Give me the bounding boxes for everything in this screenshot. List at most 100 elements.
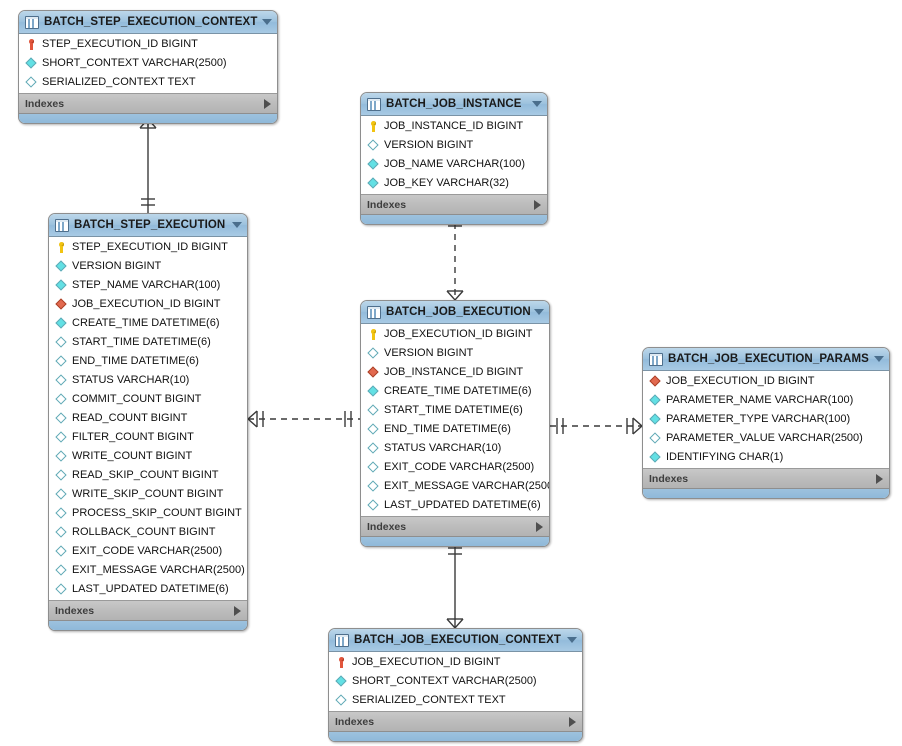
indexes-section-batch_job_execution_params[interactable]: Indexes bbox=[643, 468, 889, 488]
column-row[interactable]: START_TIME DATETIME(6) bbox=[361, 401, 549, 420]
table-header-batch_job_execution[interactable]: BATCH_JOB_EXECUTION bbox=[361, 301, 549, 324]
column-row[interactable]: VERSION BIGINT bbox=[361, 344, 549, 363]
table-batch_job_execution_params[interactable]: BATCH_JOB_EXECUTION_PARAMS JOB_EXECUTION_… bbox=[642, 347, 890, 499]
column-row[interactable]: JOB_INSTANCE_ID BIGINT bbox=[361, 117, 547, 136]
column-row[interactable]: PARAMETER_TYPE VARCHAR(100) bbox=[643, 410, 889, 429]
column-row[interactable]: WRITE_COUNT BIGINT bbox=[49, 447, 247, 466]
chevron-right-icon[interactable] bbox=[534, 199, 541, 210]
not-null-column-icon bbox=[55, 260, 68, 273]
column-row[interactable]: EXIT_MESSAGE VARCHAR(2500) bbox=[361, 477, 549, 496]
chevron-down-icon[interactable] bbox=[232, 222, 242, 228]
column-row[interactable]: SERIALIZED_CONTEXT TEXT bbox=[329, 691, 582, 710]
column-row[interactable]: STATUS VARCHAR(10) bbox=[361, 439, 549, 458]
column-row[interactable]: JOB_EXECUTION_ID BIGINT bbox=[643, 372, 889, 391]
column-label: JOB_NAME VARCHAR(100) bbox=[384, 158, 525, 170]
table-icon bbox=[367, 305, 381, 319]
column-row[interactable]: EXIT_CODE VARCHAR(2500) bbox=[361, 458, 549, 477]
column-row[interactable]: JOB_NAME VARCHAR(100) bbox=[361, 155, 547, 174]
column-label: JOB_EXECUTION_ID BIGINT bbox=[666, 375, 815, 387]
chevron-right-icon[interactable] bbox=[536, 521, 543, 532]
column-row[interactable]: STEP_EXECUTION_ID BIGINT bbox=[49, 238, 247, 257]
column-label: EXIT_CODE VARCHAR(2500) bbox=[72, 545, 223, 557]
column-row[interactable]: SERIALIZED_CONTEXT TEXT bbox=[19, 73, 277, 92]
column-label: EXIT_CODE VARCHAR(2500) bbox=[384, 461, 535, 473]
column-label: LAST_UPDATED DATETIME(6) bbox=[384, 499, 541, 511]
column-row[interactable]: JOB_EXECUTION_ID BIGINT bbox=[49, 295, 247, 314]
column-row[interactable]: SHORT_CONTEXT VARCHAR(2500) bbox=[19, 54, 277, 73]
chevron-down-icon[interactable] bbox=[567, 637, 577, 643]
column-row[interactable]: STEP_EXECUTION_ID BIGINT bbox=[19, 35, 277, 54]
chevron-down-icon[interactable] bbox=[262, 19, 272, 25]
nullable-column-icon bbox=[55, 488, 68, 501]
column-row[interactable]: ROLLBACK_COUNT BIGINT bbox=[49, 523, 247, 542]
column-row[interactable]: PARAMETER_VALUE VARCHAR(2500) bbox=[643, 429, 889, 448]
column-row[interactable]: PROCESS_SKIP_COUNT BIGINT bbox=[49, 504, 247, 523]
column-row[interactable]: LAST_UPDATED DATETIME(6) bbox=[49, 580, 247, 599]
column-row[interactable]: JOB_KEY VARCHAR(32) bbox=[361, 174, 547, 193]
column-row[interactable]: SHORT_CONTEXT VARCHAR(2500) bbox=[329, 672, 582, 691]
relationship-job-execution-params[interactable] bbox=[550, 417, 644, 435]
table-footer bbox=[49, 620, 247, 630]
column-row[interactable]: VERSION BIGINT bbox=[49, 257, 247, 276]
column-row[interactable]: WRITE_SKIP_COUNT BIGINT bbox=[49, 485, 247, 504]
indexes-section-batch_job_execution_context[interactable]: Indexes bbox=[329, 711, 582, 731]
column-label: EXIT_MESSAGE VARCHAR(2500) bbox=[72, 564, 245, 576]
table-header-batch_job_execution_params[interactable]: BATCH_JOB_EXECUTION_PARAMS bbox=[643, 348, 889, 371]
column-row[interactable]: JOB_EXECUTION_ID BIGINT bbox=[329, 653, 582, 672]
table-header-batch_job_execution_context[interactable]: BATCH_JOB_EXECUTION_CONTEXT bbox=[329, 629, 582, 652]
relationship-job-execution-step-execution[interactable] bbox=[246, 410, 360, 428]
column-row[interactable]: END_TIME DATETIME(6) bbox=[361, 420, 549, 439]
column-row[interactable]: READ_COUNT BIGINT bbox=[49, 409, 247, 428]
column-row[interactable]: EXIT_MESSAGE VARCHAR(2500) bbox=[49, 561, 247, 580]
column-row[interactable]: END_TIME DATETIME(6) bbox=[49, 352, 247, 371]
nullable-column-icon bbox=[367, 480, 380, 493]
column-row[interactable]: EXIT_CODE VARCHAR(2500) bbox=[49, 542, 247, 561]
indexes-section-batch_job_instance[interactable]: Indexes bbox=[361, 194, 547, 214]
column-row[interactable]: STATUS VARCHAR(10) bbox=[49, 371, 247, 390]
column-row[interactable]: FILTER_COUNT BIGINT bbox=[49, 428, 247, 447]
indexes-section-batch_step_execution[interactable]: Indexes bbox=[49, 600, 247, 620]
column-label: VERSION BIGINT bbox=[384, 347, 474, 359]
column-label: PARAMETER_VALUE VARCHAR(2500) bbox=[666, 432, 863, 444]
column-row[interactable]: START_TIME DATETIME(6) bbox=[49, 333, 247, 352]
not-null-column-icon bbox=[367, 177, 380, 190]
chevron-right-icon[interactable] bbox=[234, 605, 241, 616]
chevron-right-icon[interactable] bbox=[264, 98, 271, 109]
column-row[interactable]: LAST_UPDATED DATETIME(6) bbox=[361, 496, 549, 515]
indexes-section-batch_job_execution[interactable]: Indexes bbox=[361, 516, 549, 536]
column-label: SERIALIZED_CONTEXT TEXT bbox=[42, 76, 196, 88]
column-row[interactable]: STEP_NAME VARCHAR(100) bbox=[49, 276, 247, 295]
table-header-batch_step_execution[interactable]: BATCH_STEP_EXECUTION bbox=[49, 214, 247, 237]
relationship-job-instance-job-execution[interactable] bbox=[446, 212, 464, 302]
column-row[interactable]: COMMIT_COUNT BIGINT bbox=[49, 390, 247, 409]
indexes-section-batch_step_execution_context[interactable]: Indexes bbox=[19, 93, 277, 113]
column-row[interactable]: PARAMETER_NAME VARCHAR(100) bbox=[643, 391, 889, 410]
not-null-column-icon bbox=[649, 394, 662, 407]
column-row[interactable]: VERSION BIGINT bbox=[361, 136, 547, 155]
chevron-right-icon[interactable] bbox=[569, 716, 576, 727]
relationship-step-execution-context[interactable] bbox=[139, 117, 157, 213]
column-row[interactable]: IDENTIFYING CHAR(1) bbox=[643, 448, 889, 467]
chevron-down-icon[interactable] bbox=[532, 101, 542, 107]
relationship-job-execution-context[interactable] bbox=[446, 540, 464, 630]
chevron-down-icon[interactable] bbox=[534, 309, 544, 315]
column-row[interactable]: CREATE_TIME DATETIME(6) bbox=[361, 382, 549, 401]
primary-key-icon bbox=[367, 120, 380, 133]
table-header-batch_step_execution_context[interactable]: BATCH_STEP_EXECUTION_CONTEXT bbox=[19, 11, 277, 34]
column-row[interactable]: JOB_INSTANCE_ID BIGINT bbox=[361, 363, 549, 382]
column-label: PARAMETER_NAME VARCHAR(100) bbox=[666, 394, 854, 406]
column-row[interactable]: CREATE_TIME DATETIME(6) bbox=[49, 314, 247, 333]
chevron-down-icon[interactable] bbox=[874, 356, 884, 362]
chevron-right-icon[interactable] bbox=[876, 473, 883, 484]
column-row[interactable]: READ_SKIP_COUNT BIGINT bbox=[49, 466, 247, 485]
column-label: CREATE_TIME DATETIME(6) bbox=[384, 385, 532, 397]
column-row[interactable]: JOB_EXECUTION_ID BIGINT bbox=[361, 325, 549, 344]
table-header-batch_job_instance[interactable]: BATCH_JOB_INSTANCE bbox=[361, 93, 547, 116]
